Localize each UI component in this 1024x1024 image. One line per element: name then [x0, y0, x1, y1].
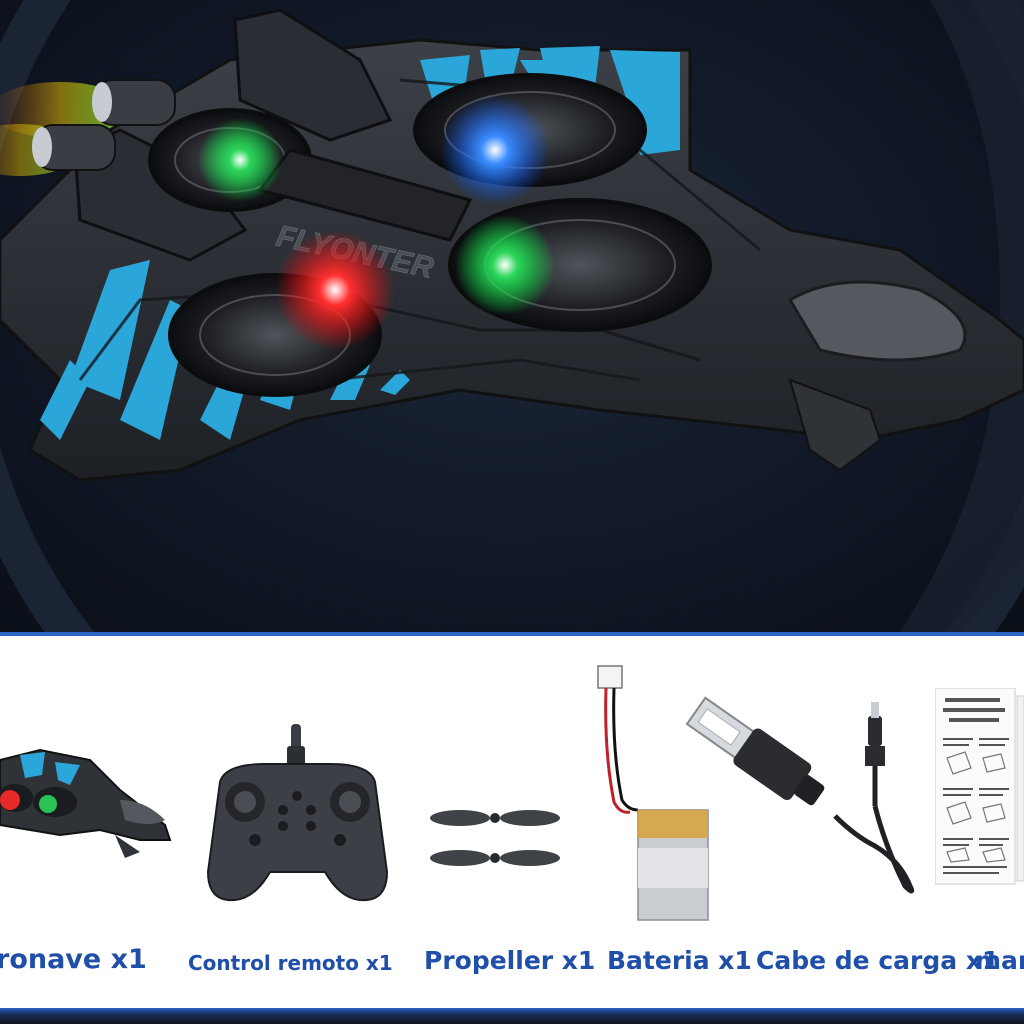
led-red-light	[275, 230, 395, 350]
caption-charging-cable: Cabe de carga x1	[756, 946, 1000, 975]
cockpit	[787, 280, 967, 362]
tail-fin	[233, 8, 393, 142]
usb-cable-icon	[685, 696, 915, 894]
led-green-light	[455, 215, 555, 315]
bottom-bar	[0, 1008, 1024, 1024]
led-green-light	[198, 118, 282, 202]
propeller-icon	[430, 810, 560, 866]
tail-fin	[73, 128, 248, 262]
remote-control-icon	[206, 724, 389, 902]
led-blue-light	[440, 95, 550, 205]
caption-battery: Bateria x1	[607, 946, 752, 975]
manual-icon	[935, 688, 1024, 885]
airplane-icon	[0, 748, 172, 858]
caption-propeller: Propeller x1	[424, 946, 596, 975]
caption-manual: mar	[975, 946, 1024, 975]
caption-aircraft: ronave x1	[0, 944, 147, 975]
caption-remote-control: Control remoto x1	[188, 951, 393, 975]
package-contents-panel	[0, 636, 1024, 1008]
battery-icon	[597, 665, 709, 921]
section-divider	[0, 632, 1024, 636]
jet-illustration: FLYONTER	[0, 0, 1024, 632]
hero-banner: FLYONTER	[0, 0, 1024, 632]
